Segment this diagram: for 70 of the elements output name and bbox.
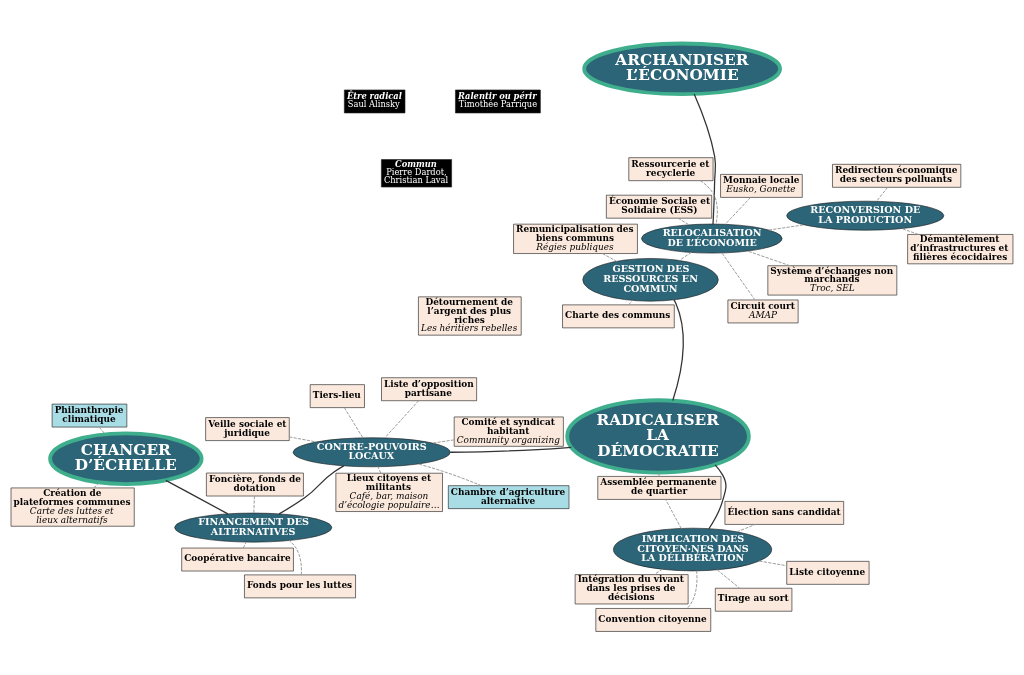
connector — [658, 472, 660, 477]
connector — [653, 568, 663, 575]
node-box: Économie Sociale et Solidaire (ESS) — [606, 194, 713, 219]
node-box: Convention citoyenne — [595, 608, 712, 632]
node-box: Monnaie locale Eusko, Gonette — [720, 174, 803, 198]
connector — [708, 464, 727, 530]
node-box: Être radical Saul Alinsky — [344, 89, 406, 114]
node-box: Circuit court AMAP — [727, 299, 799, 324]
node-box: Détournement de l’argent des plus riches Les héritiers rebelles — [418, 296, 522, 336]
node-box: Fonds pour les luttes — [244, 574, 356, 599]
connector — [253, 495, 255, 514]
connector — [724, 197, 751, 225]
connector — [242, 541, 247, 549]
node-box: Veille sociale et juridique — [205, 417, 290, 441]
connector — [678, 251, 692, 261]
node-box: Commun Pierre Dardot, Christian Laval — [381, 159, 452, 188]
connector — [449, 446, 572, 453]
connector — [677, 217, 690, 226]
connector — [716, 569, 741, 589]
connector — [736, 523, 756, 533]
node-box: Charte des communs — [562, 304, 675, 329]
node-box: Démantèlement d’infrastructures et filières écocidaires — [907, 234, 1014, 265]
node-box: Foncière, fonds de dotation — [206, 472, 304, 497]
node-box: Ressourcerie et recyclerie — [628, 157, 714, 181]
node-box: Lieux citoyens et militants Café, bar, maison d’écologie populaire… — [335, 472, 443, 512]
connector — [901, 228, 919, 235]
connector — [693, 93, 717, 225]
node-ellipse: GESTION DES RESSOURCES EN COMMUN — [582, 258, 719, 302]
connector — [288, 436, 317, 443]
node-ellipse: ARCHANDISER L’ÉCONOMIE — [582, 41, 782, 97]
connector — [343, 407, 364, 439]
connector — [432, 439, 455, 444]
node-box: Comité et syndicat habitant Community organizing — [453, 416, 564, 447]
node-box: Remunicipalisation des biens communs Régies publiques — [513, 223, 638, 254]
connector — [602, 253, 618, 262]
node-box: Création de plateformes communes Carte des luttes et lieux alternatifs — [10, 487, 135, 527]
node-box: Tirage au sort — [715, 587, 793, 612]
connector — [768, 224, 805, 231]
connector — [417, 463, 482, 487]
node-box: Intégration du vivant dans les prises de décisions — [574, 574, 689, 605]
node-box: Assemblée permanente de quartier — [597, 476, 722, 500]
connector — [93, 482, 101, 489]
node-ellipse: CONTRE-POUVOIRS LOCAUX — [292, 437, 451, 468]
node-ellipse: IMPLICATION DES CITOYEN·NES DANS LA DÉLIBÉRATION — [613, 527, 773, 572]
node-ellipse: FINANCEMENT DES ALTERNATIVES — [174, 512, 333, 543]
connector — [758, 560, 788, 567]
connector — [699, 180, 718, 225]
node-box: Liste d’opposition partisane — [381, 377, 477, 402]
connector — [288, 540, 302, 576]
connector — [98, 426, 106, 435]
connector — [876, 186, 889, 202]
node-ellipse: RECONVERSION DE LA PRODUCTION — [786, 200, 945, 231]
connector — [721, 252, 756, 301]
node-box: Système d’échanges non marchands Troc, SEL — [767, 265, 898, 296]
node-box: Coopérative bancaire — [181, 547, 294, 572]
node-box: Chambre d’agriculture alternative — [448, 485, 570, 509]
connector — [377, 466, 382, 474]
connector — [165, 479, 229, 515]
node-box: Liste citoyenne — [786, 561, 870, 585]
node-box: Philanthropie climatique — [51, 403, 128, 428]
connector — [628, 299, 633, 306]
node-box: Élection sans candidat — [724, 501, 844, 525]
connector — [747, 250, 791, 267]
node-box: Redirection économique des secteurs polluants — [832, 164, 962, 188]
node-box: Ralentir ou périr Timothée Parrique — [455, 89, 541, 114]
node-ellipse: RELOCALISATION DE L’ÉCONOMIE — [641, 223, 783, 254]
connector — [672, 299, 684, 402]
connector — [665, 499, 682, 529]
connector — [384, 400, 420, 439]
node-box: Tiers-lieu — [309, 384, 365, 408]
